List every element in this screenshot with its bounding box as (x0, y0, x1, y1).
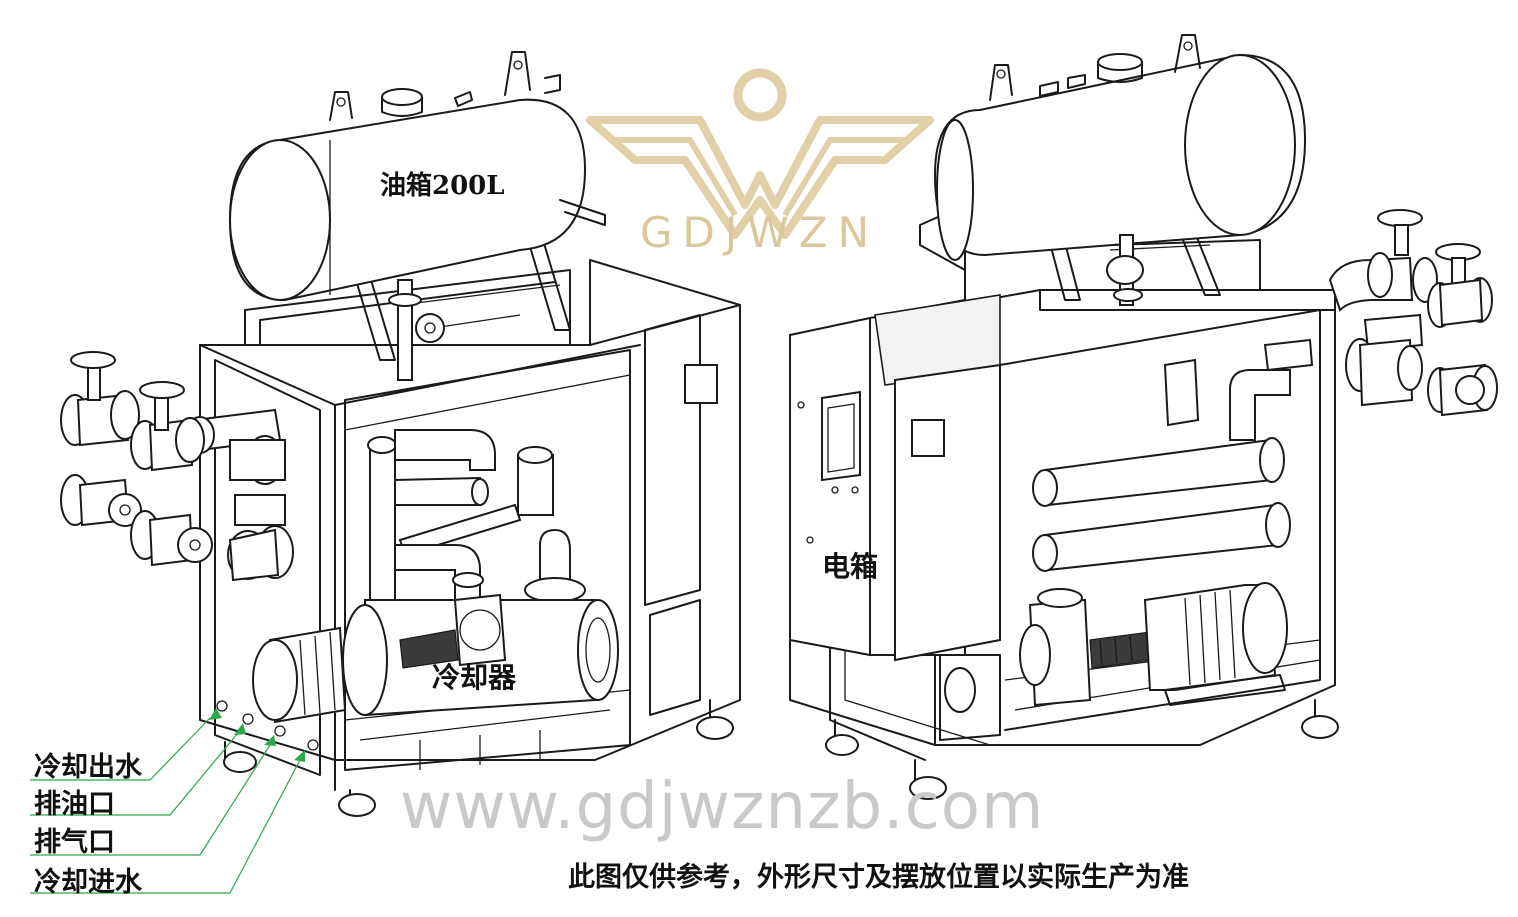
left-casters (223, 699, 734, 817)
leader-cooling-in (30, 759, 301, 894)
leader-oil-drain (30, 732, 239, 816)
port-label-cooling-in: 冷却进水 (34, 867, 142, 898)
reference-note: 此图仅供参考，外形尺寸及摆放位置以实际生产为准 (568, 862, 1189, 893)
oil-tank-label: 油箱200L (380, 171, 505, 201)
left-machine (60, 51, 741, 817)
port-label-cooling-out: 冷却出水 (34, 752, 142, 783)
cooler-label: 冷却器 (432, 661, 517, 694)
right-valve-group (1328, 209, 1498, 417)
right-machine (789, 34, 1498, 800)
electric-box-label: 电箱 (822, 550, 879, 583)
website-watermark: www.gdjwznzb.com (400, 770, 1045, 844)
brand-logo (586, 68, 934, 239)
right-casters (825, 699, 1339, 800)
port-label-oil-drain: 排油口 (34, 789, 115, 820)
left-valve-group (60, 351, 213, 567)
brand-logo-text: GDJWZN (640, 208, 879, 257)
leader-air-vent (30, 744, 271, 856)
port-leader-lines (30, 708, 305, 894)
leader-cooling-out (30, 717, 211, 781)
port-label-air-vent: 排气口 (34, 827, 115, 858)
